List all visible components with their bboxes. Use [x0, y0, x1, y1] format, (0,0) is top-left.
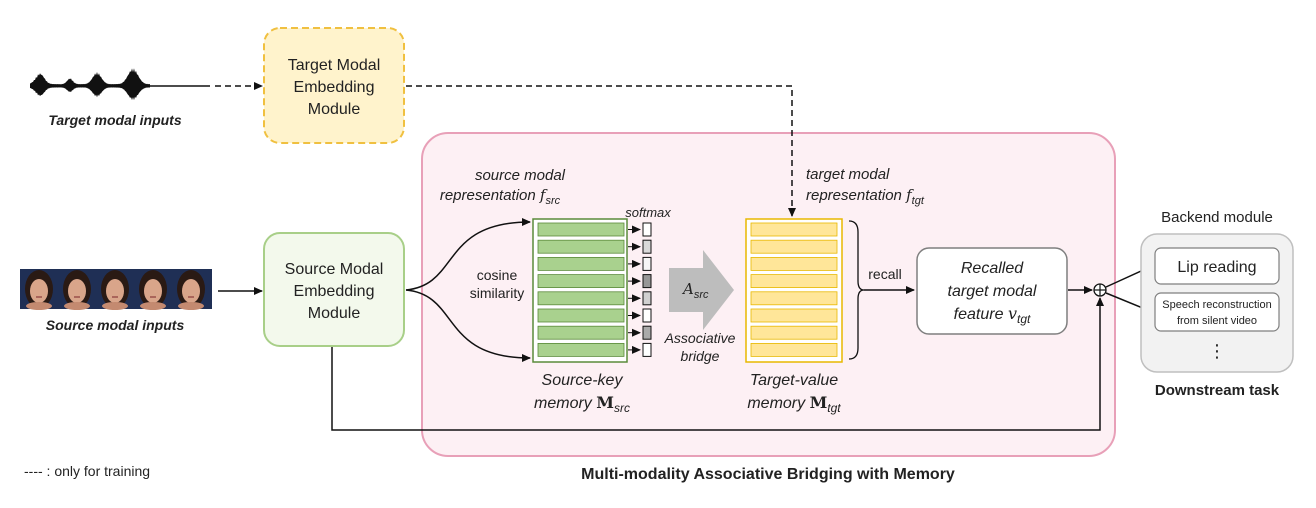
target-embed-line1: Target Modal [288, 57, 381, 74]
associative-bridge-arrow [669, 250, 734, 330]
target-inputs-label: Target modal inputs [48, 112, 181, 128]
src-key-label-1: Source-key [542, 372, 624, 389]
recalled-line3: feature vtgt [954, 304, 1031, 326]
lip-reading-label: Lip reading [1177, 259, 1256, 276]
softmax-weight-box [642, 222, 652, 237]
bridge-label-2: bridge [681, 348, 720, 364]
softmax-weight-box [642, 325, 652, 340]
audio-waveform-icon [30, 68, 210, 101]
bridge-symbol: Asrc [681, 280, 709, 301]
softmax-weight-box [642, 308, 652, 323]
tgt-repr-line2: representation ftgt [806, 186, 925, 207]
softmax-label: softmax [625, 205, 671, 220]
bridge-label-1: Associative [664, 330, 736, 346]
target-embed-line2: Embedding [294, 79, 375, 96]
source-key-slot [537, 342, 625, 357]
softmax-weight-box [642, 291, 652, 306]
cosine-label-2: similarity [470, 285, 524, 301]
source-embed-line1: Source Modal [285, 261, 384, 278]
src-key-label-2: memory Msrc [534, 393, 630, 415]
target-embedding-module [263, 27, 405, 144]
source-embed-line3: Module [308, 305, 361, 322]
target-value-slot [750, 308, 838, 323]
target-value-slot [750, 274, 838, 289]
tgt-repr-line1: target modal [806, 166, 890, 183]
target-value-slot [750, 239, 838, 254]
source-key-slot [537, 325, 625, 340]
source-inputs-label: Source modal inputs [46, 317, 185, 333]
sum-node [1093, 283, 1107, 297]
target-value-slot [750, 256, 838, 271]
src-repr-line2: representation fsrc [440, 186, 561, 207]
more-tasks-dots: ⋮ [1208, 341, 1226, 361]
softmax-weight-box [642, 342, 652, 357]
recall-label: recall [868, 266, 901, 282]
recalled-line1: Recalled [961, 260, 1024, 277]
softmax-weight-box [642, 239, 652, 254]
target-value-slot [750, 325, 838, 340]
target-value-slot [750, 342, 838, 357]
lip-reading-box [1154, 247, 1280, 285]
backend-title: Backend module [1161, 209, 1273, 226]
source-embed-line2: Embedding [294, 283, 375, 300]
speech-reconstruction-box [1154, 292, 1280, 332]
cosine-upper-arrow [405, 218, 531, 291]
downstream-label: Downstream task [1155, 382, 1280, 399]
target-embed-line3: Module [308, 101, 361, 118]
softmax-weight-box [642, 256, 652, 271]
src-repr-line1: source modal [475, 167, 566, 184]
source-key-slot [537, 222, 625, 237]
source-key-slot [537, 274, 625, 289]
diagram-caption: Multi-modality Associative Bridging with… [581, 466, 955, 483]
cosine-label-1: cosine [477, 267, 518, 283]
legend-training: ---- : only for training [24, 463, 150, 479]
target-value-slot [750, 222, 838, 237]
speech-recon-line2: from silent video [1177, 315, 1257, 327]
recalled-feature-box [916, 247, 1068, 335]
skip-connection-arrow [331, 297, 1104, 431]
tgt-val-label-1: Target-value [750, 372, 838, 389]
tgt-val-label-2: memory Mtgt [747, 393, 841, 415]
source-key-slot [537, 291, 625, 306]
target-to-value-memory-arrow [406, 85, 796, 217]
cosine-lower-arrow [405, 289, 531, 362]
recalled-line2: target modal [948, 283, 1037, 300]
softmax-weight-box [642, 274, 652, 289]
source-key-slot [537, 308, 625, 323]
source-key-slot [537, 256, 625, 271]
target-value-slot [750, 291, 838, 306]
source-key-slot [537, 239, 625, 254]
speech-recon-line1: Speech reconstruction [1162, 299, 1271, 311]
face-frames-image [20, 269, 212, 310]
source-embedding-module [263, 232, 405, 347]
